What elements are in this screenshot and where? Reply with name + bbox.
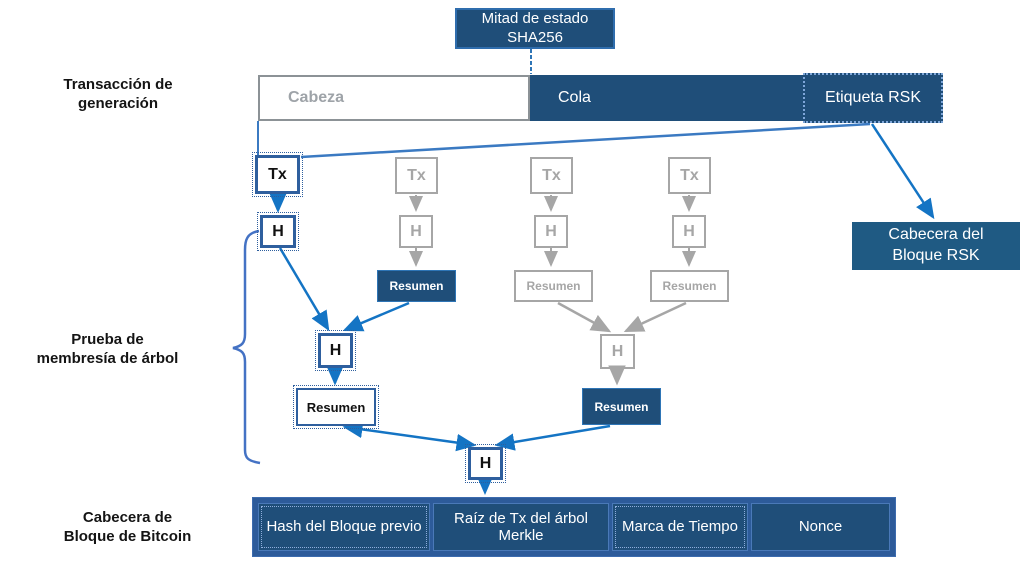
merkle-root-hash-text: H — [479, 454, 492, 472]
hash-node-2: H — [399, 215, 433, 248]
membership-brace — [232, 229, 261, 465]
etiqueta-to-tx1-line — [300, 122, 871, 159]
tx-node-1-text: Tx — [268, 165, 287, 183]
resumen-node-6-text: Resumen — [594, 399, 649, 414]
resumen-node-3: Resumen — [514, 270, 593, 302]
membership-proof-label-line2: membresía de árbol — [36, 349, 179, 367]
resumen-node-2: Resumen — [377, 270, 456, 302]
resumen-node-4-text: Resumen — [662, 279, 717, 293]
resumen-node-5-text: Resumen — [306, 399, 366, 415]
hash-node-5: H — [315, 330, 356, 371]
hash-node-1-text: H — [272, 222, 284, 240]
btc-cell-merkle-root: Raíz de Tx del árbol Merkle — [433, 503, 609, 551]
btc-cell-timestamp: Marca de Tiempo — [612, 503, 748, 551]
generation-tx-label-line2: generación — [77, 94, 159, 112]
resumen-node-5: Resumen — [293, 385, 379, 429]
hash-node-3: H — [534, 215, 568, 248]
bitcoin-header-label-line2: Bloque de Bitcoin — [63, 527, 192, 545]
resumen4-to-h6-arrow — [623, 301, 687, 333]
tx-node-3: Tx — [530, 157, 573, 194]
h1-to-h5-arrow — [278, 247, 330, 332]
btc-cell-merkle-root-text: Raíz de Tx del árbol Merkle — [454, 509, 588, 544]
hash-node-4: H — [672, 215, 706, 248]
bitcoin-header-label-line1: Cabecera de — [82, 509, 173, 526]
generation-tx-label-line1: Transacción de — [63, 76, 173, 93]
tx-node-2-text: Tx — [407, 166, 426, 184]
tx-node-4-text: Tx — [680, 166, 699, 184]
hash-node-6: H — [600, 334, 635, 369]
rsk-block-header-line1: Cabecera del — [888, 226, 984, 244]
membership-proof-label-line1: Prueba de — [71, 331, 144, 348]
bitcoin-header-label: Cabecera de Bloque de Bitcoin — [30, 509, 225, 547]
resumen3-to-h6-arrow — [557, 301, 612, 333]
rsk-block-header-box: Cabecera del Bloque RSK — [852, 222, 1020, 270]
hash-node-1: H — [257, 212, 299, 251]
bar-segment-cola: Cola — [530, 75, 803, 121]
resumen-node-3-text: Resumen — [526, 279, 581, 293]
etiqueta-to-rsk-header-arrow — [870, 123, 935, 220]
hash-node-2-text: H — [410, 222, 422, 240]
btc-cell-prev-hash: Hash del Bloque previo — [258, 503, 430, 551]
resumen2-to-h5-arrow — [342, 301, 410, 332]
hash-node-5-text: H — [329, 341, 342, 359]
rsk-block-header-line2: Bloque RSK — [892, 247, 980, 264]
bar-segment-etiqueta-rsk: Etiqueta RSK — [803, 73, 943, 123]
bar-segment-cabeza-text: Cabeza — [288, 89, 345, 106]
btc-cell-timestamp-text: Marca de Tiempo — [622, 518, 738, 536]
tx-node-2: Tx — [395, 157, 438, 194]
bar-segment-cola-text: Cola — [558, 89, 591, 106]
btc-cell-nonce: Nonce — [751, 503, 890, 551]
resumen-node-4: Resumen — [650, 270, 729, 302]
generation-tx-label: Transacción de generación — [33, 76, 203, 114]
resumen-node-6: Resumen — [582, 388, 661, 425]
hash-node-3-text: H — [545, 222, 557, 240]
bar-segment-cabeza: Cabeza — [258, 75, 530, 121]
resumen6-to-root-arrow — [494, 424, 611, 451]
tx-node-3-text: Tx — [542, 166, 561, 184]
merkle-root-hash-node: H — [465, 444, 506, 483]
membership-proof-label: Prueba de membresía de árbol — [5, 331, 210, 369]
resumen-node-2-text: Resumen — [389, 279, 444, 293]
hash-node-4-text: H — [683, 222, 695, 240]
sha256-state-line2: SHA256 — [507, 28, 563, 46]
tx-node-4: Tx — [668, 157, 711, 194]
bar-segment-etiqueta-rsk-text: Etiqueta RSK — [824, 89, 922, 106]
resumen5-to-root-arrow — [342, 420, 477, 452]
sha256-state-line1: Mitad de estado — [481, 9, 589, 27]
sha256-state-box: Mitad de estado SHA256 — [455, 8, 615, 49]
hash-node-6-text: H — [611, 342, 624, 360]
btc-cell-prev-hash-text: Hash del Bloque previo — [266, 518, 422, 536]
bitcoin-block-header-bar: Hash del Bloque previo Raíz de Tx del ár… — [252, 497, 896, 557]
tx-node-1: Tx — [252, 152, 303, 197]
btc-cell-nonce-text: Nonce — [798, 518, 843, 536]
